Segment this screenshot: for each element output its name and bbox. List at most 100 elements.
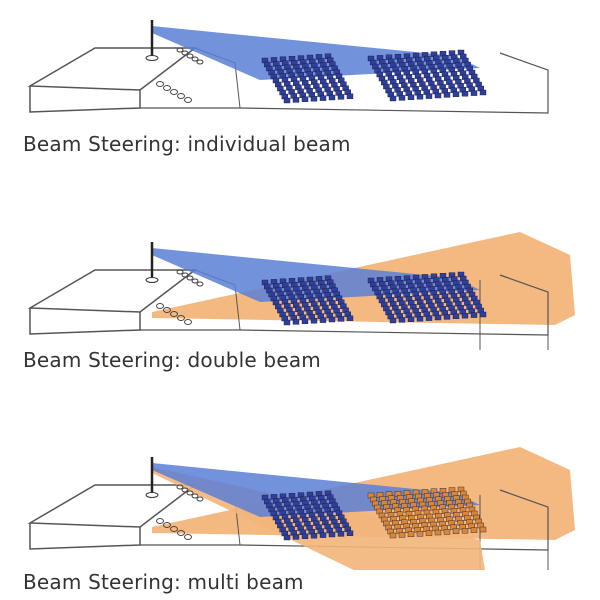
stair-step [170, 526, 178, 532]
seat-right-block [470, 90, 478, 96]
caption-individual-beam: Beam Steering: individual beam [23, 132, 351, 156]
seat-left-block [346, 530, 354, 537]
seat-right-block [479, 311, 487, 318]
floor-outline [140, 52, 549, 114]
seat-right-block [479, 89, 487, 96]
stage-top [27, 484, 198, 528]
seat-left-block [319, 532, 327, 538]
stage-front [29, 86, 141, 113]
venue-group [27, 20, 549, 114]
seat-right-block [389, 317, 397, 324]
seat-left-block [283, 97, 291, 104]
seat-right-block [443, 529, 451, 535]
seat-left-block [310, 95, 318, 102]
stair-step [184, 534, 192, 540]
stair-step [196, 281, 204, 287]
stair-step [181, 487, 189, 493]
venue-group [27, 447, 575, 570]
stair-step [184, 97, 192, 103]
stair-step [191, 56, 199, 62]
seat-right-block [479, 526, 487, 533]
seat-right-block [443, 314, 451, 320]
seat-left-block [283, 534, 291, 541]
blue-beam [152, 248, 480, 302]
seat-left-block [337, 94, 345, 100]
stair-step [184, 319, 192, 325]
stair-step [176, 269, 184, 275]
floor-outline [140, 274, 549, 336]
caption-double-beam: Beam Steering: double beam [23, 348, 321, 372]
seat-left-block [346, 315, 354, 322]
seat-left-block [337, 531, 345, 537]
seat-right-block [452, 528, 460, 535]
seat-right-block [389, 95, 397, 102]
stair-step [186, 490, 194, 496]
seat-right-block [461, 527, 469, 534]
seat-right-block [434, 92, 442, 99]
venue-diagram-double [27, 232, 575, 350]
seat-right-block [425, 315, 433, 321]
seat-left-block [310, 317, 318, 324]
seat-right-block [452, 91, 460, 98]
seat-right-block [461, 90, 469, 97]
stair-step [156, 518, 164, 524]
stair-step [181, 272, 189, 278]
stair-step [177, 93, 185, 99]
stage-front [29, 523, 141, 550]
floor-divider [234, 284, 241, 331]
seat-right-block [425, 93, 433, 99]
stair-step [196, 496, 204, 502]
speaker-base [145, 277, 159, 283]
stage-top [27, 47, 198, 91]
floor-divider [234, 62, 241, 109]
seat-right-block [407, 94, 415, 101]
seat-right-block [434, 314, 442, 321]
seat-right-block [461, 312, 469, 319]
seat-right-block [416, 93, 424, 100]
seat-right-block [434, 529, 442, 536]
speaker-base [145, 492, 159, 498]
diagram-panel-multi [0, 375, 600, 570]
seat-left-block [292, 97, 300, 103]
seat-left-block [319, 317, 327, 323]
stair-step [163, 307, 171, 313]
stair-step [176, 484, 184, 490]
venue-diagram-individual [27, 20, 549, 114]
seat-left-block [328, 94, 336, 101]
seat-left-block [301, 96, 309, 103]
caption-multi-beam: Beam Steering: multi beam [23, 570, 304, 594]
seat-right-block [398, 532, 406, 538]
seat-left-block [292, 534, 300, 540]
seat-right-block [470, 527, 478, 533]
seat-left-block [346, 93, 354, 100]
stair-step [163, 85, 171, 91]
venue-group [27, 232, 575, 350]
seat-right-block [398, 317, 406, 323]
diagram-panel-individual [0, 0, 600, 150]
seat-left-block [301, 533, 309, 540]
seat-right-block [452, 313, 460, 320]
stair-step [186, 275, 194, 281]
seat-right-block [443, 92, 451, 98]
stair-step [170, 311, 178, 317]
stair-step [181, 50, 189, 56]
seat-left-block [328, 316, 336, 323]
seat-left-block [337, 316, 345, 322]
stair-step [191, 278, 199, 284]
seat-left-block [292, 319, 300, 325]
seat-right-block [416, 530, 424, 537]
stair-step [186, 53, 194, 59]
stair-step [196, 59, 204, 65]
stage-top [27, 269, 198, 313]
floor-outline [140, 489, 549, 551]
stair-step [156, 303, 164, 309]
stair-step [170, 89, 178, 95]
seat-left-block [319, 95, 327, 101]
seat-left-block [301, 318, 309, 325]
seat-left-block [328, 531, 336, 538]
seat-right-block [407, 531, 415, 538]
seat-right-block [407, 316, 415, 323]
stair-step [163, 522, 171, 528]
seat-right-block [416, 315, 424, 322]
diagram-panel-double [0, 160, 600, 350]
